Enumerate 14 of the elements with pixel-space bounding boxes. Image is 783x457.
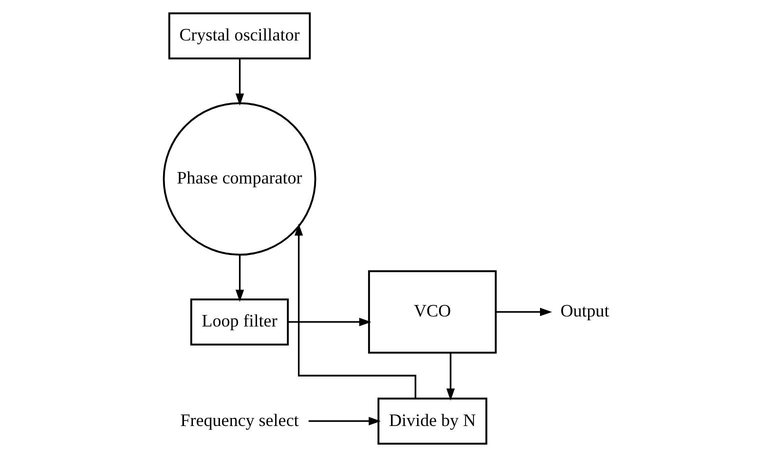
arrow	[496, 308, 552, 316]
node-box: Crystal oscillator	[168, 12, 310, 60]
node-text: Frequency select	[180, 410, 298, 430]
arrow	[446, 353, 454, 401]
node-text: Output	[560, 300, 609, 321]
arrow	[235, 58, 244, 106]
arrow	[294, 224, 416, 398]
node-box: VCO	[368, 270, 496, 354]
node-box: Divide by N	[377, 398, 487, 445]
arrow	[235, 254, 244, 302]
arrow	[288, 318, 371, 326]
node-circle: Phase comparator	[162, 102, 316, 256]
node-box: Loop filter	[190, 298, 288, 346]
arrow	[308, 416, 380, 426]
